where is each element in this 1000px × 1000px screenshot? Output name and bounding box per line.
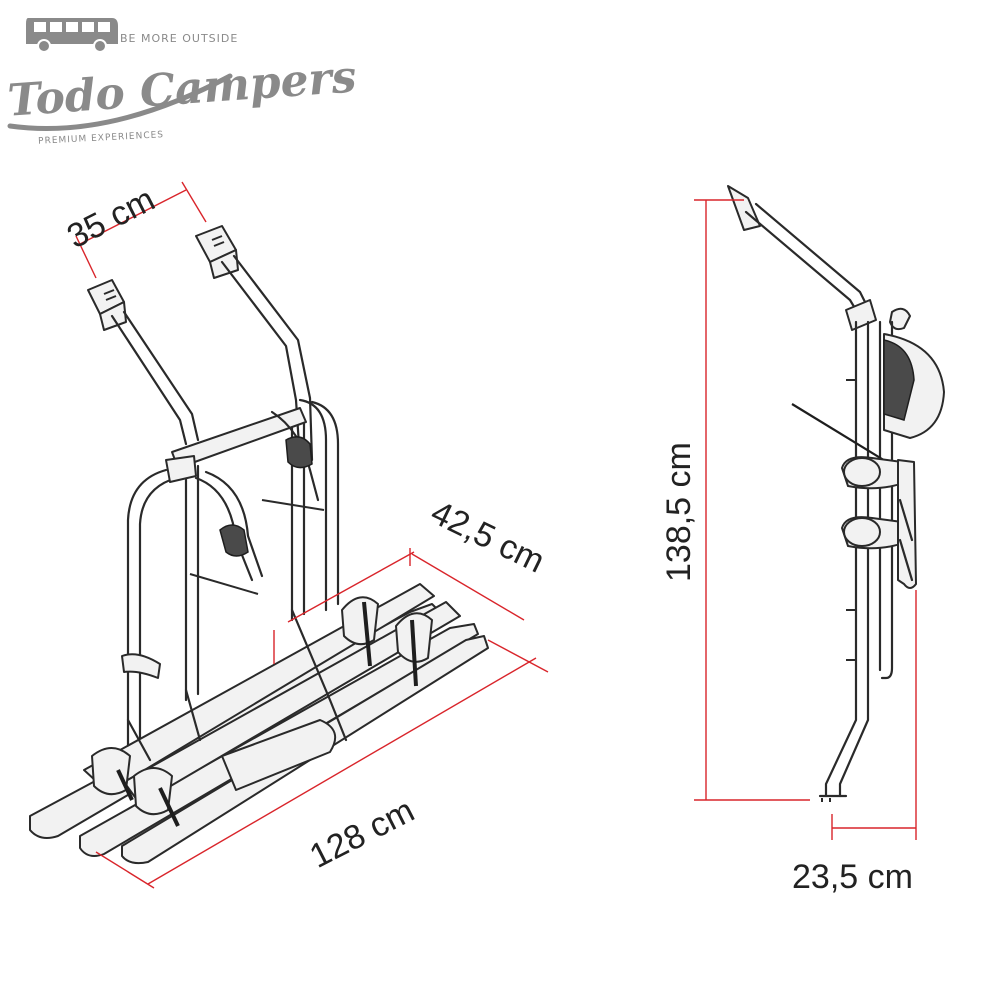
upper-mount-left [87, 279, 127, 331]
frame-clamp [121, 653, 161, 679]
frame-left-outer [126, 468, 168, 762]
label-base-depth: 23,5 cm [792, 858, 913, 896]
dimension-base-depth: 23,5 cm [792, 590, 917, 896]
side-wheel-cradles [841, 456, 917, 589]
upper-arm-right [220, 260, 302, 462]
upper-mount-right [195, 225, 239, 279]
side-upper-arm [744, 210, 864, 322]
todo-campers-logo: BE MORE OUTSIDE Todo Campers PREMIUM EXP… [6, 18, 358, 147]
upper-arm-left [110, 314, 188, 446]
lower-support [126, 608, 348, 762]
campervan-icon [26, 18, 118, 53]
label-rail-depth: 42,5 cm [425, 493, 550, 580]
logo-subtitle: PREMIUM EXPERIENCES [38, 130, 164, 147]
label-height: 138,5 cm [660, 442, 698, 582]
logo-tagline: BE MORE OUTSIDE [120, 32, 238, 45]
wheel-cradles [91, 596, 433, 816]
frame-right-outer [298, 398, 328, 612]
logo-swoosh [7, 73, 233, 132]
logo-wordmark: Todo Campers [6, 52, 358, 127]
side-top-mount [727, 185, 761, 231]
label-rail-length: 128 cm [304, 791, 421, 875]
dimension-width-top: 35 cm [61, 180, 207, 279]
side-view [727, 185, 945, 802]
perspective-view [29, 225, 489, 865]
wheel-straps [116, 601, 418, 827]
side-main-upright [824, 320, 858, 798]
label-width-top: 35 cm [61, 180, 161, 256]
dimension-height: 138,5 cm [660, 199, 810, 801]
